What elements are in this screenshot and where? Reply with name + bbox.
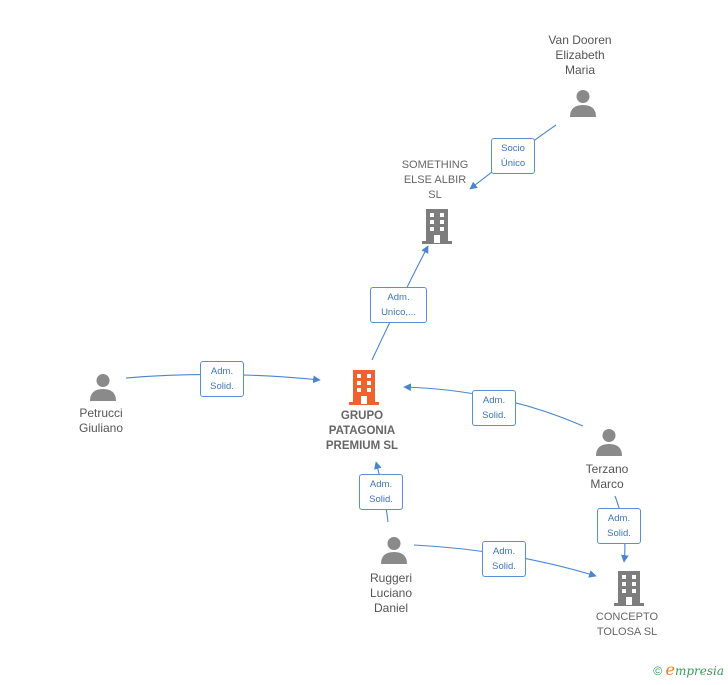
node-label: GRUPO PATAGONIA PREMIUM SL [325,410,399,452]
person-icon [596,429,622,456]
node-label: Van Dooren Elizabeth Maria [548,33,612,77]
building-icon [422,209,452,244]
brand-logo-initial: e [665,660,675,679]
edge-label-socio-unico[interactable]: Socio Único [491,138,535,174]
person-icon [381,537,407,564]
edge-label-adm-solid[interactable]: Adm. Solid. [359,474,403,510]
edge-label-adm-solid[interactable]: Adm. Solid. [200,361,244,397]
copyright-notice: © empresia [653,660,724,679]
node-label: CONCEPTO TOLOSA SL [595,611,659,638]
node-label: Petrucci Giuliano [78,406,124,435]
building-icon [349,370,379,405]
person-icon [570,90,596,117]
person-icon [90,374,116,401]
edge-label-adm-solid[interactable]: Adm. Solid. [472,390,516,426]
edge-label-adm-solid[interactable]: Adm. Solid. [597,508,641,544]
copyright-icon: © [653,664,663,678]
building-icon [614,571,644,606]
edge-label-adm-solid[interactable]: Adm. Solid. [482,541,526,577]
node-label: Terzano Marco [585,462,629,491]
brand-logo-text: mpresia [674,664,724,678]
edge-label-adm-unico[interactable]: Adm. Unico,... [370,287,427,323]
node-label: Ruggeri Luciano Daniel [369,571,413,615]
node-label: SOMETHING ELSE ALBIR SL [401,159,469,201]
